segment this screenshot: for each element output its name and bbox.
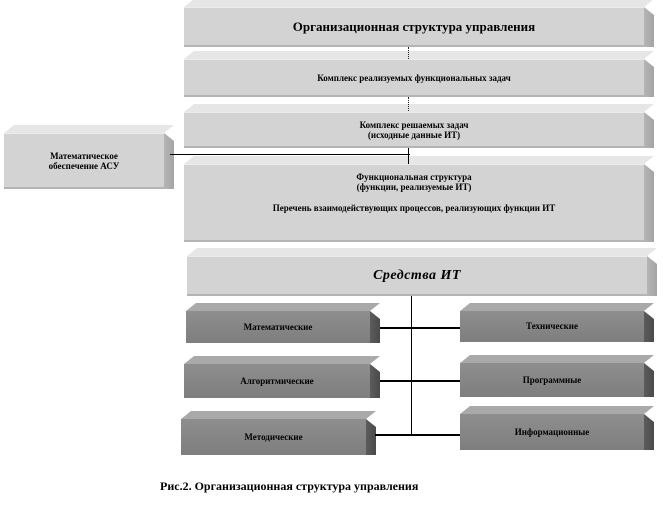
connector-row-2 [380,380,460,382]
connector-title-tasks [408,47,409,59]
math-support-box: Математическое обеспечение АСУ [4,133,174,189]
algorithmic-means-label: Алгоритмические [240,375,314,386]
software-means-label: Программные [522,374,582,385]
information-means-label: Информационные [514,426,590,437]
connector-solved-functional [408,148,409,164]
solved-tasks-box: Комплекс решаемых задач (исходные данные… [184,112,654,148]
org-structure-label: Организационная структура управления [292,18,536,34]
algorithmic-means-box: Алгоритмические [184,364,380,398]
connector-means-trunk [411,296,412,436]
it-means-box: Средства ИТ [187,256,657,296]
methodical-means-box: Методические [181,419,376,455]
connector-math-support [170,154,410,155]
solved-tasks-line2: (исходные данные ИТ) [367,130,461,140]
methodical-means-label: Методические [244,431,303,442]
connector-tasks-solved [408,97,409,111]
technical-means-label: Технические [526,321,578,332]
connector-row-3 [375,434,460,436]
math-means-box: Математические [186,311,380,343]
figure-caption: Рис.2. Организационная структура управле… [160,479,419,493]
connector-row-1 [380,327,460,329]
interacting-processes-label: Перечень взаимодействующих процессов, ре… [272,202,556,213]
solved-tasks-line1: Комплекс решаемых задач [359,119,469,130]
functional-tasks-box: Комплекс реализуемых функциональных зада… [184,59,654,97]
org-structure-box: Организационная структура управления [184,7,654,47]
math-support-line2: обеспечение АСУ [48,161,120,171]
functional-structure-line1: Функциональная структура [356,172,472,182]
information-means-box: Информационные [460,414,654,450]
math-support-line1: Математическое [50,150,118,161]
it-means-label: Средства ИТ [373,267,461,283]
functional-structure-line2: (функции, реализуемые ИТ) [356,182,472,193]
functional-structure-box: Функциональная структура (функции, реали… [184,164,654,242]
technical-means-box: Технические [460,311,654,342]
math-means-label: Математические [243,321,313,332]
software-means-box: Программные [460,363,654,397]
functional-tasks-label: Комплекс реализуемых функциональных зада… [317,72,511,83]
